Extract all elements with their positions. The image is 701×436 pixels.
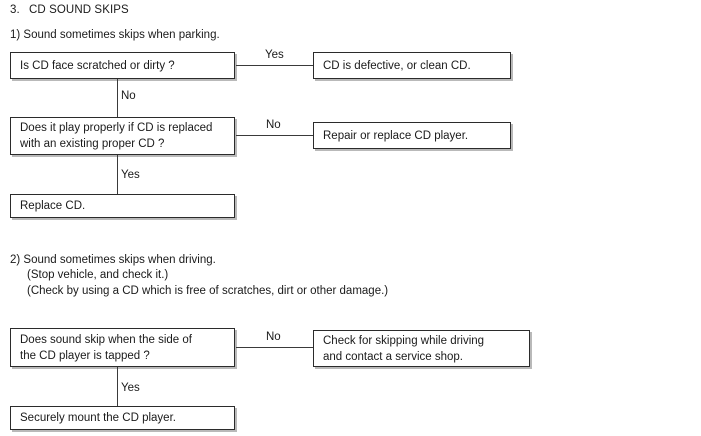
section-number: 3. — [10, 4, 20, 16]
edge-label-yes-3: Yes — [121, 382, 140, 394]
decision-box-cd-face-scratched: Is CD face scratched or dirty ? — [10, 52, 235, 79]
connector-decision1-no — [117, 79, 118, 117]
subsection-2-label: 2) Sound sometimes skips when driving. — [10, 254, 216, 266]
edge-label-yes-2: Yes — [121, 169, 140, 181]
subsection-1-label: 1) Sound sometimes skips when parking. — [10, 29, 220, 41]
outcome-box-check-skipping-while-driving: Check for skipping while driving and con… — [313, 330, 530, 367]
subsection-2-note-2: (Check by using a CD which is free of sc… — [27, 285, 389, 297]
outcome-box-repair-replace-cd-player-label: Repair or replace CD player. — [323, 129, 469, 142]
decision-box-sound-skip-when-tapped-label: Does sound skip when the side of the CD … — [20, 333, 192, 362]
outcome-box-check-skipping-while-driving-label: Check for skipping while driving and con… — [323, 334, 485, 363]
edge-label-yes-1: Yes — [265, 49, 284, 61]
connector-decision1-yes — [236, 65, 313, 66]
connector-decision2-no — [236, 135, 313, 136]
connector-decision2-yes — [117, 155, 118, 194]
outcome-box-replace-cd: Replace CD. — [10, 194, 235, 218]
outcome-box-repair-replace-cd-player: Repair or replace CD player. — [313, 122, 511, 149]
subsection-2-note-1: (Stop vehicle, and check it.) — [27, 269, 169, 281]
decision-box-sound-skip-when-tapped: Does sound skip when the side of the CD … — [10, 328, 235, 367]
edge-label-no-3: No — [266, 331, 281, 343]
outcome-box-securely-mount-cd-player: Securely mount the CD player. — [10, 406, 235, 430]
edge-label-no-1: No — [121, 90, 136, 102]
outcome-box-securely-mount-cd-player-label: Securely mount the CD player. — [20, 412, 176, 424]
edge-label-no-2: No — [266, 119, 281, 131]
decision-box-play-properly-replaced-cd: Does it play properly if CD is replaced … — [10, 117, 235, 155]
outcome-box-cd-defective: CD is defective, or clean CD. — [313, 52, 511, 79]
outcome-box-replace-cd-label: Replace CD. — [20, 200, 86, 212]
outcome-box-cd-defective-label: CD is defective, or clean CD. — [323, 59, 471, 72]
connector-decision3-yes — [117, 367, 118, 406]
connector-decision3-no — [236, 347, 313, 348]
decision-box-play-properly-replaced-cd-label: Does it play properly if CD is replaced … — [20, 122, 213, 150]
decision-box-cd-face-scratched-label: Is CD face scratched or dirty ? — [20, 59, 175, 72]
page-title: CD SOUND SKIPS — [29, 4, 129, 16]
